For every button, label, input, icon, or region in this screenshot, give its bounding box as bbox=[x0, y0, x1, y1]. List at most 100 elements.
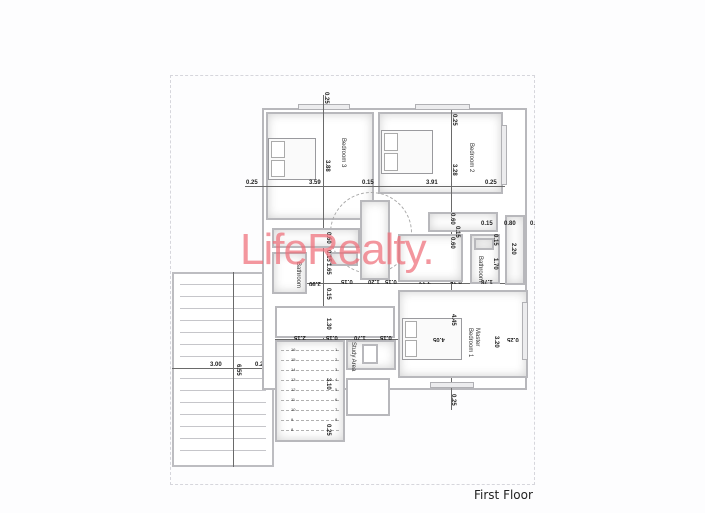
stair-step bbox=[281, 350, 339, 352]
deck-line bbox=[180, 450, 266, 451]
void bbox=[346, 378, 390, 416]
dim-balcony-length: 6.55 bbox=[235, 364, 241, 376]
stair-number: 8 bbox=[291, 427, 294, 432]
bed bbox=[381, 130, 433, 174]
dim: 0.60 bbox=[449, 237, 455, 249]
property-boundary bbox=[170, 75, 535, 485]
bed bbox=[402, 318, 462, 360]
dim: 2.15 bbox=[294, 334, 306, 340]
stair-number: 16 bbox=[291, 347, 296, 352]
deck-line bbox=[180, 284, 266, 285]
sink bbox=[474, 238, 494, 250]
stair-step bbox=[281, 410, 339, 412]
stair-number: 15 bbox=[291, 357, 296, 362]
window bbox=[415, 104, 470, 110]
stair-number: 6 bbox=[335, 397, 338, 402]
dim: 4.45 bbox=[450, 314, 456, 326]
pillow bbox=[405, 340, 417, 357]
stair-number: 9 bbox=[291, 417, 294, 422]
stair-number: 3 bbox=[335, 367, 338, 372]
deck-line bbox=[180, 390, 266, 391]
window bbox=[501, 125, 507, 185]
study-chair bbox=[362, 344, 378, 364]
deck-line bbox=[180, 332, 266, 333]
dim: 0.60 bbox=[449, 213, 455, 225]
floor-caption: First Floor bbox=[474, 488, 533, 502]
deck-line bbox=[180, 438, 266, 439]
dim-balcony-width: 3.00 bbox=[210, 362, 222, 368]
stair-step bbox=[281, 400, 339, 402]
dimension-line bbox=[172, 368, 274, 369]
stair-step bbox=[281, 420, 339, 422]
stair-number: 8 bbox=[335, 417, 338, 422]
deck-line bbox=[180, 344, 266, 345]
dim: 0.80 bbox=[504, 221, 516, 227]
balcony-terrace bbox=[172, 272, 274, 467]
dim: 0.15 bbox=[380, 334, 392, 340]
deck-line bbox=[180, 356, 266, 357]
wardrobe bbox=[272, 228, 360, 248]
stair-number: 1 bbox=[335, 347, 338, 352]
pillow bbox=[384, 133, 398, 151]
dimension-line bbox=[323, 95, 324, 435]
room-label-bedroom-3: Bedroom 3 bbox=[340, 138, 346, 168]
stair-number: 7 bbox=[335, 407, 338, 412]
stair-number: 5 bbox=[335, 387, 338, 392]
room-label-bedroom-2: Bedroom 2 bbox=[468, 143, 474, 173]
dim: 0.25 bbox=[246, 180, 258, 186]
pillow bbox=[271, 141, 285, 158]
shower bbox=[505, 215, 525, 285]
stair-step bbox=[281, 390, 339, 392]
dim: 1.70 bbox=[354, 334, 366, 340]
dim: 3.10 bbox=[325, 378, 331, 390]
dim: 1.30 bbox=[325, 318, 331, 330]
staircase: 16 15 14 13 12 11 10 9 8 1 2 3 4 5 6 7 8 bbox=[275, 340, 345, 442]
stair-step bbox=[281, 430, 339, 432]
dim: 0.15 bbox=[454, 226, 460, 238]
deck-line bbox=[180, 378, 266, 379]
dim: 2.20 bbox=[510, 243, 516, 255]
stair-number: 11 bbox=[291, 397, 296, 402]
window bbox=[298, 104, 350, 110]
room-master-bedroom bbox=[398, 290, 528, 378]
dim: 0.15 bbox=[326, 334, 338, 340]
upper-hall bbox=[275, 306, 395, 338]
dim: 0.15 bbox=[362, 180, 374, 186]
stair-number: 4 bbox=[335, 377, 338, 382]
dim: 3.20 bbox=[493, 336, 499, 348]
dimension-line bbox=[275, 339, 415, 340]
dimension-line bbox=[245, 186, 505, 187]
deck-line bbox=[180, 402, 266, 403]
room-bathroom-left bbox=[272, 252, 307, 294]
dimension-line bbox=[275, 283, 525, 284]
deck-line bbox=[180, 308, 266, 309]
room-label-master-bedroom: Master Bedroom 1 bbox=[467, 328, 480, 358]
pillow bbox=[384, 153, 398, 171]
dim: 0. bbox=[530, 221, 536, 227]
dim: 0.25 bbox=[485, 180, 497, 186]
room-label-study-area: Study Area bbox=[350, 342, 356, 372]
stair-step bbox=[281, 370, 339, 372]
bed bbox=[268, 138, 316, 180]
stair-number: 14 bbox=[291, 367, 296, 372]
stair-step bbox=[281, 360, 339, 362]
dim: 0.25 bbox=[325, 424, 331, 436]
watermark-logo: LifeRealty. bbox=[240, 225, 435, 274]
dim: 0.15 bbox=[341, 278, 353, 284]
dim: 3.59 bbox=[309, 180, 321, 186]
dim: 3.88 bbox=[324, 160, 330, 172]
dimension-line bbox=[233, 272, 234, 467]
dim: 4.05 bbox=[433, 336, 445, 342]
dim: 0.15 bbox=[325, 288, 331, 300]
dim: 3.91 bbox=[426, 180, 438, 186]
dim: 0.25 bbox=[450, 394, 456, 406]
dim: 1.78 bbox=[481, 278, 493, 284]
dim: 2.90 bbox=[309, 280, 321, 286]
deck-line bbox=[180, 426, 266, 427]
stair-step bbox=[281, 380, 339, 382]
stair-number: 12 bbox=[291, 387, 296, 392]
stair-number: 13 bbox=[291, 377, 296, 382]
sink bbox=[330, 252, 358, 266]
dim: 1.70 bbox=[492, 258, 498, 270]
